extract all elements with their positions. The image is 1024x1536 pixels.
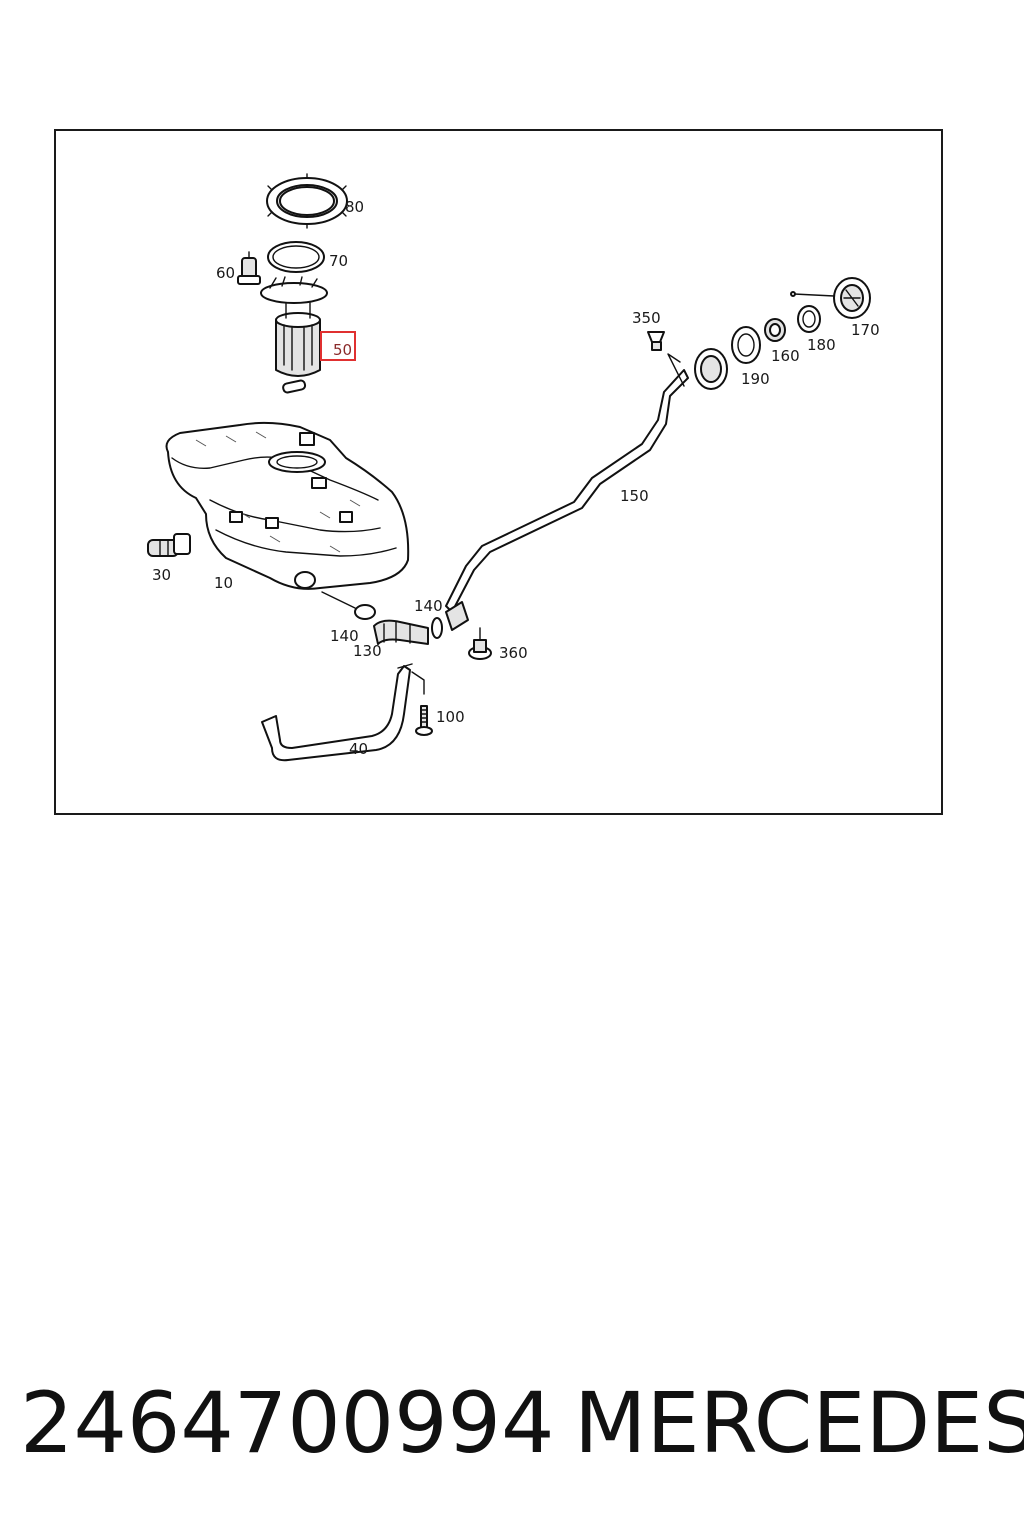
callout-40: 40 [349,740,368,758]
callout-50: 50 [333,341,352,359]
callout-160: 160 [771,347,800,365]
connecting-hose-part [373,619,429,645]
callout-100: 100 [436,708,465,726]
callout-140-upper: 140 [414,597,443,615]
callout-190: 190 [741,370,770,388]
callout-180: 180 [807,336,836,354]
filler-pipe-part [445,353,689,631]
callout-360: 360 [499,644,528,662]
hose-clamp-lower-part [354,604,376,620]
flange-nut-part [468,627,492,660]
callout-30: 30 [152,566,171,584]
callout-350: 350 [632,309,661,327]
part-number: 2464700994 [20,1374,555,1472]
selected-part-highlight [320,331,356,361]
locking-ring-part [266,173,348,229]
callout-80: 80 [345,198,364,216]
callout-150: 150 [620,487,649,505]
tank-strap-part [261,663,425,762]
seal-ring-part [267,241,325,273]
tank-sensor-part [147,533,191,557]
filler-neck-head-part [694,326,761,390]
brand-name: MERCEDES [574,1374,1024,1472]
gasket-part [797,305,821,333]
bolt-part [415,705,433,736]
leader-lines [321,591,356,609]
diagram-frame [54,129,943,815]
callout-labels: 80 70 60 50 350 170 180 160 190 150 30 1… [152,198,880,758]
callout-10: 10 [214,574,233,592]
callout-130: 130 [353,642,382,660]
callout-60: 60 [216,264,235,282]
callout-170: 170 [851,321,880,339]
fuel-tank-part [165,421,410,590]
footer: 2464700994 MERCEDES [0,1368,1024,1478]
callout-140-lower: 140 [330,627,359,645]
clip-part [647,331,665,351]
hose-clamp-upper-part [431,617,443,639]
sensor-part [237,251,261,285]
callout-70: 70 [329,252,348,270]
fuel-pump-module-part [260,276,328,394]
fuel-cap-part [790,277,871,319]
adapter-part [764,318,786,342]
